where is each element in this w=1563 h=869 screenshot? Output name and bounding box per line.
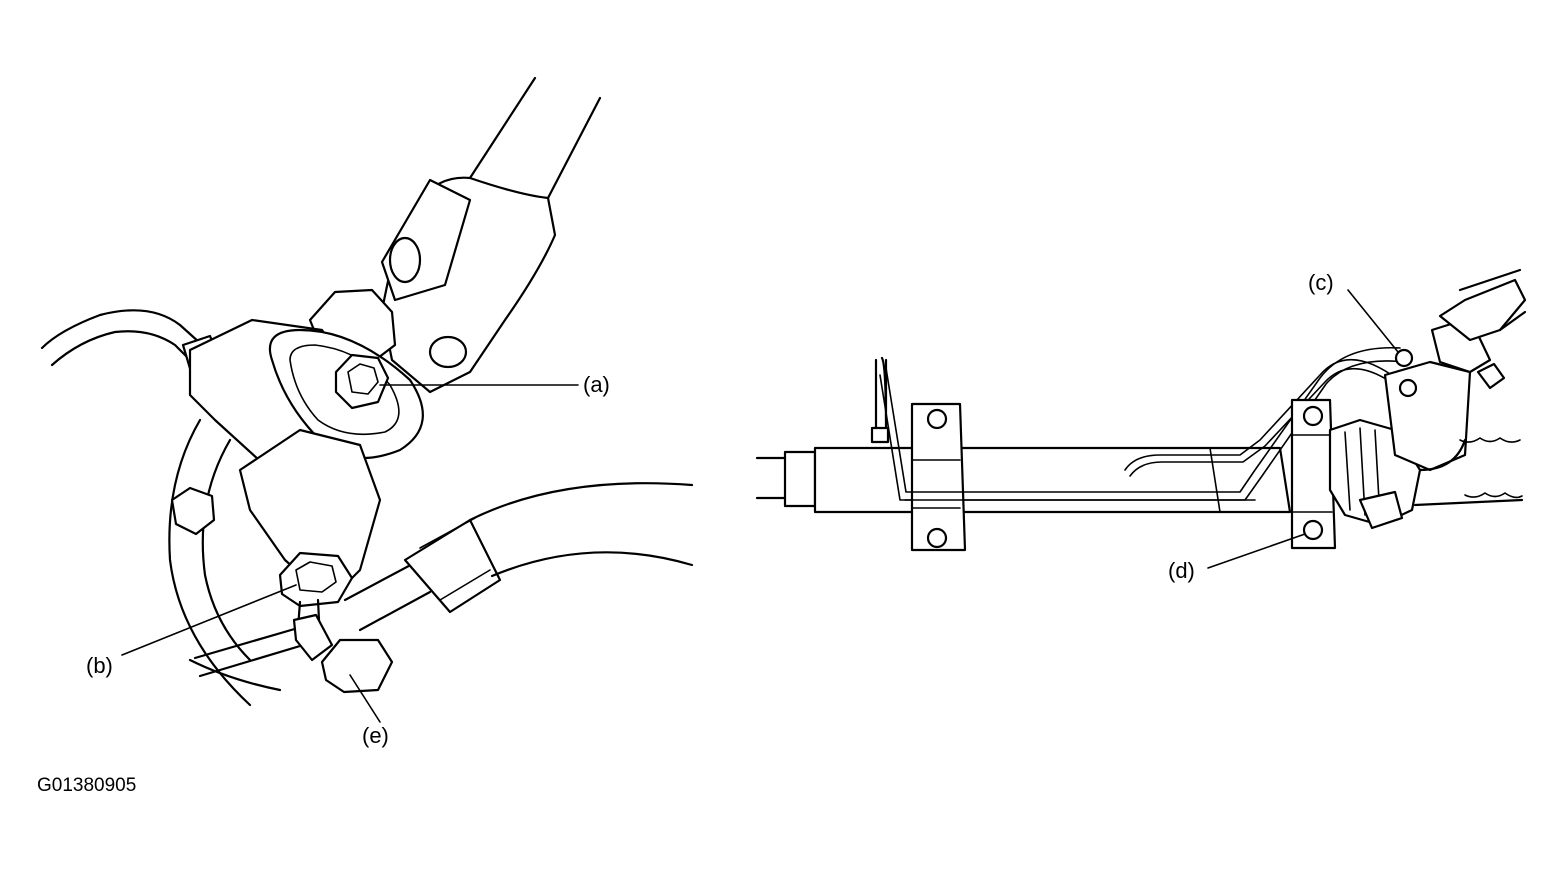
figure-code: G01380905: [37, 775, 137, 796]
callout-d: (d): [1168, 558, 1195, 583]
valve-lower-port: [1358, 490, 1404, 530]
leader-line-c: [1347, 289, 1399, 353]
pinion-cap: [1476, 362, 1506, 390]
leader-line-b: [121, 584, 297, 656]
right-mount-bracket: [1290, 398, 1337, 550]
rack-housing-outline: [168, 418, 252, 707]
fitting-b-nut-face: [295, 561, 337, 593]
hose-lower: [490, 551, 694, 578]
pipe-e-lower: [358, 590, 432, 632]
leader-line-e: [349, 674, 381, 723]
left-gear-closeup: [40, 76, 694, 707]
callout-b: (b): [86, 653, 113, 678]
rack-left-end: [783, 450, 817, 508]
leader-line-d: [1207, 533, 1306, 569]
pinion-housing-ring-inner: [289, 344, 400, 436]
pinion-bolt: [334, 353, 390, 410]
fitting-b-nut: [278, 551, 354, 608]
hose-clamp-band: [419, 517, 491, 601]
left-pipe-upper: [40, 309, 212, 354]
left-mount-bolt-bottom: [926, 527, 948, 549]
pipe-b-bend: [292, 613, 334, 662]
rack-housing-lower: [188, 658, 282, 692]
feed-pipe-left-cap: [870, 426, 890, 444]
pinion-shaft-line: [1458, 268, 1527, 332]
housing-lower-body: [238, 428, 382, 602]
rack-housing-inner: [201, 438, 252, 662]
callout-e: (e): [362, 723, 389, 748]
right-mount-bolt-bottom: [1302, 519, 1324, 541]
steering-shaft: [468, 76, 602, 200]
side-bolt: [170, 486, 216, 536]
pinion-coupling: [1438, 278, 1527, 342]
pipe-e-upper: [343, 558, 422, 602]
left-mount-bolt-top: [926, 408, 948, 430]
feed-pipe-left-loop: [874, 356, 888, 434]
hose-upper: [468, 482, 694, 522]
feed-pipe-lower-2: [1129, 368, 1409, 477]
right-rack-assembly: [755, 268, 1527, 552]
feed-pipe-lower: [1124, 358, 1406, 471]
pinion-bolt-face: [347, 363, 379, 395]
right-boot-upper: [1459, 437, 1521, 443]
fitting-e-nut: [320, 638, 394, 694]
left-pipe-lower: [50, 330, 200, 370]
yoke-hole-upper: [388, 236, 422, 284]
callout-a: (a): [583, 372, 610, 397]
right-mount-bolt-top: [1302, 405, 1324, 427]
valve-fitting-lower: [1398, 378, 1418, 398]
right-boot-lower: [1464, 492, 1523, 499]
left-mount-bracket: [910, 402, 967, 552]
yoke-hole-lower: [428, 335, 468, 369]
rack-tube-seam: [1209, 447, 1221, 513]
right-boot-outline: [1413, 438, 1524, 507]
callout-c: (c): [1308, 270, 1334, 295]
tie-rod-end: [755, 456, 787, 500]
valve-fitting-upper: [1394, 348, 1414, 368]
